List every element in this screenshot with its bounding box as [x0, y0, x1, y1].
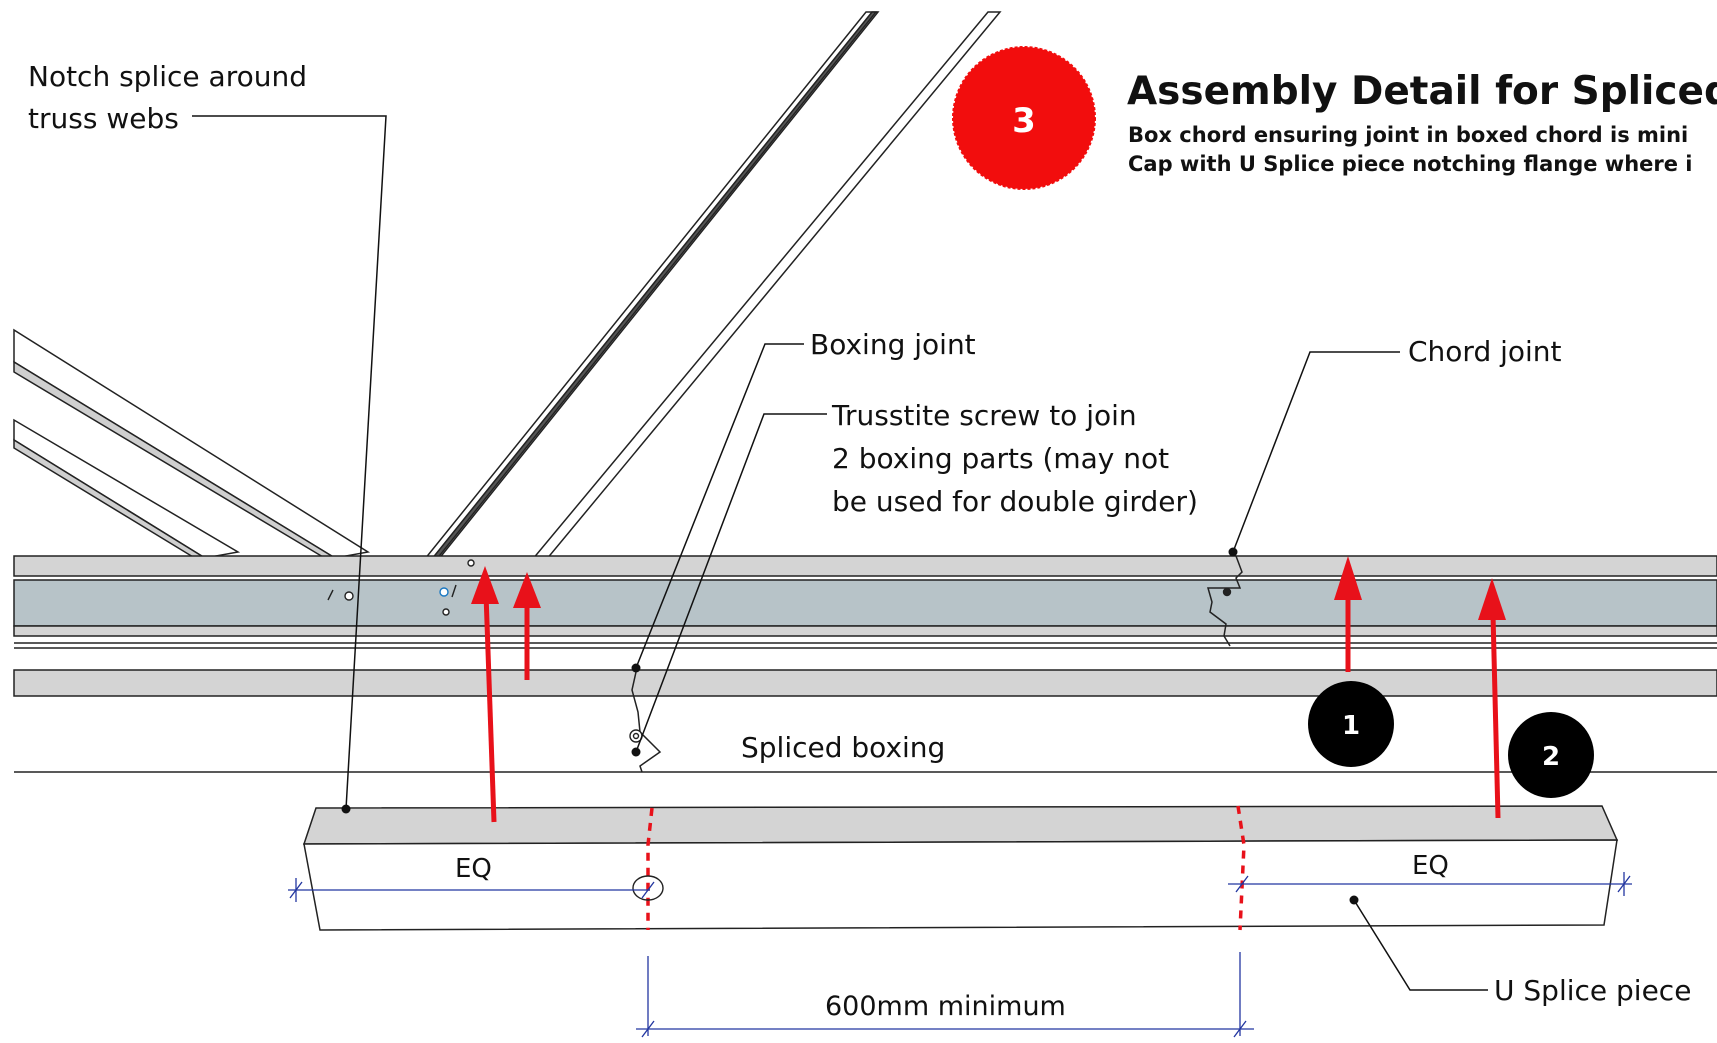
page-subtitle-2: Cap with U Splice piece notching flange … [1128, 152, 1693, 176]
leader-dot [631, 663, 641, 673]
step-badge-number: 3 [1012, 101, 1036, 141]
leader-lines [192, 115, 1488, 991]
eq-left-end-slash [641, 881, 655, 899]
label-spliced-boxing: Spliced boxing [741, 731, 945, 764]
eq-left-slash [289, 881, 303, 899]
dimension-lines [288, 872, 1632, 1038]
leader-dot [631, 747, 641, 757]
notch-leader [192, 115, 387, 810]
truss-webs-steep [414, 11, 1002, 571]
truss-webs-left [13, 328, 371, 561]
screw-mark [467, 559, 475, 567]
screw-mark [1222, 587, 1232, 597]
u-splice-front-face [303, 839, 1618, 931]
boxing-top-strip [13, 669, 1717, 697]
min-dim-slash-left [641, 1020, 655, 1038]
trusstite-screw-inner [632, 732, 640, 740]
min-dim-slash-right [1233, 1020, 1247, 1038]
u-splice-top-face [302, 805, 1619, 845]
eq-right-slash [1617, 875, 1631, 893]
marker-2-circle [1508, 712, 1594, 798]
cut-lines [646, 805, 1246, 931]
boxing-joint-leader [635, 343, 804, 669]
assembly-arrows [471, 556, 1506, 823]
marker-1-number: 1 [1342, 711, 1360, 741]
chord-joint-leader [1232, 351, 1400, 553]
chord-joint-line [1207, 555, 1243, 647]
leader-dots [341, 547, 1359, 905]
label-eq-right: EQ [1412, 851, 1449, 881]
trusstite-leader [635, 413, 827, 753]
screw-mark [344, 591, 354, 601]
screw-mark-stroke [451, 584, 457, 598]
page-subtitle-1: Box chord ensuring joint in boxed chord … [1128, 123, 1688, 147]
label-notch-line2: truss webs [28, 102, 179, 135]
step-badge-circle [952, 46, 1096, 190]
chord-body [13, 579, 1717, 627]
label-chord-joint: Chord joint [1408, 335, 1562, 368]
splice-screw-marker [632, 875, 664, 901]
label-notch-line1: Notch splice around [28, 60, 307, 93]
u-splice-piece [302, 805, 1619, 931]
label-eq-left: EQ [455, 854, 492, 884]
marker-1-circle [1308, 681, 1394, 767]
u-splice-leader [1353, 899, 1488, 991]
arrow-shaft [1490, 613, 1501, 819]
arrow-head [1334, 556, 1362, 600]
top-chord [13, 555, 1717, 649]
label-trusstite-line1: Trusstite screw to join [831, 399, 1137, 432]
leader-dot [341, 804, 351, 814]
page-title: Assembly Detail for Spliced B [1127, 69, 1717, 114]
label-trusstite-line3: be used for double girder) [832, 485, 1198, 518]
label-u-splice: U Splice piece [1494, 974, 1691, 1007]
label-trusstite-line2: 2 boxing parts (may not [832, 442, 1169, 475]
arrow-head [513, 572, 541, 608]
arrow-shaft [483, 593, 497, 823]
truss-web-steep-1-inner [421, 11, 878, 571]
truss-web-steep-2 [530, 11, 1002, 561]
chord-bottom-flange [13, 625, 1717, 637]
screw-mark-stroke [327, 589, 334, 601]
marker-2: 2 [1508, 712, 1594, 798]
chord-top-flange [13, 555, 1717, 577]
label-min-length: 600mm minimum [825, 991, 1066, 1022]
arrow-head [1478, 578, 1506, 620]
leader-dot [1349, 895, 1359, 905]
leader-dot [1228, 547, 1238, 557]
spliced-boxing-member [13, 669, 1717, 773]
cut-line-left [646, 807, 654, 930]
label-boxing-joint: Boxing joint [810, 328, 976, 361]
step-badge: 3 [952, 46, 1096, 190]
truss-web-lower [13, 418, 241, 559]
cut-line-right [1236, 805, 1246, 931]
arrow-head [471, 566, 499, 604]
eq-right-start-slash [1235, 875, 1249, 893]
screw-mark [439, 587, 449, 597]
marker-2-number: 2 [1542, 742, 1560, 772]
chord-screws [327, 559, 1232, 616]
marker-1: 1 [1308, 681, 1394, 767]
screw-mark [442, 608, 450, 616]
